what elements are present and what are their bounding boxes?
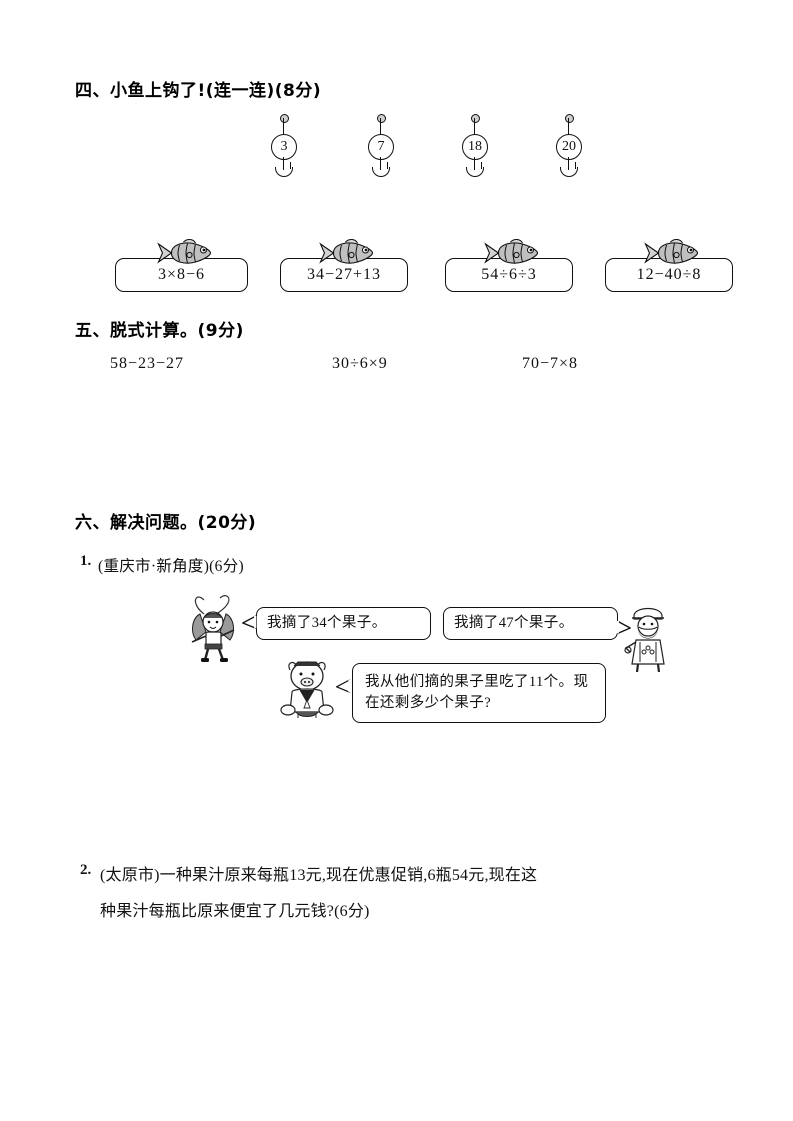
fish-card-expression: 34−27+13 xyxy=(306,266,382,283)
hook-item: 3 xyxy=(263,114,303,188)
hook-bead-icon xyxy=(470,114,480,123)
hook-bead-icon xyxy=(279,114,289,123)
hook-item: 7 xyxy=(360,114,400,188)
question-2-number: 2. xyxy=(80,862,92,878)
hook-tip xyxy=(387,162,389,169)
section-five-title: 五、脱式计算。(9分) xyxy=(75,321,244,341)
hook-line xyxy=(379,118,381,136)
fish-icon xyxy=(484,239,539,264)
fish-icon xyxy=(644,239,699,264)
hook-bead-icon xyxy=(564,114,574,123)
question-1-number: 1. xyxy=(80,553,92,569)
hook-stem xyxy=(282,157,284,170)
hook-tip xyxy=(290,162,292,169)
fish-icon xyxy=(156,239,211,264)
fish-icon xyxy=(319,239,374,264)
hook-stem xyxy=(567,157,569,170)
hook-item: 20 xyxy=(548,114,588,188)
section-six-title: 六、解决问题。(20分) xyxy=(75,513,257,533)
computation-expression: 58−23−27 xyxy=(110,355,185,372)
speech-bubble-1-text: 我摘了34个果子。 xyxy=(267,614,387,631)
speech-bubble-2: 我摘了47个果子。 xyxy=(443,607,618,640)
speech-bubble-3-tail xyxy=(336,679,351,693)
hook-number: 7 xyxy=(368,134,394,160)
fish-card-expression: 3×8−6 xyxy=(157,266,206,283)
question-2-line-2: 种果汁每瓶比原来便宜了几元钱?(6分) xyxy=(100,903,370,920)
speech-bubble-2-tail xyxy=(616,620,631,634)
hook-line xyxy=(282,118,284,136)
fish-card: 3×8−6 xyxy=(115,239,248,292)
speech-bubble-2-text: 我摘了47个果子。 xyxy=(454,614,574,631)
hook-number: 18 xyxy=(462,134,488,160)
fish-card: 54÷6÷3 xyxy=(445,239,573,292)
speech-bubble-1-tail xyxy=(242,615,257,629)
speech-bubble-3-text: 我从他们摘的果子里吃了11个。现在还剩多少个果子? xyxy=(365,673,589,711)
fish-card-expression: 54÷6÷3 xyxy=(481,266,537,283)
speech-bubble-3: 我从他们摘的果子里吃了11个。现在还剩多少个果子? xyxy=(352,663,606,723)
computation-expression: 30÷6×9 xyxy=(332,355,388,372)
speech-bubble-1: 我摘了34个果子。 xyxy=(256,607,431,640)
hook-item: 18 xyxy=(454,114,494,188)
hook-tip xyxy=(575,162,577,169)
hook-line xyxy=(567,118,569,136)
fish-card: 12−40÷8 xyxy=(605,239,733,292)
hook-tip xyxy=(481,162,483,169)
hook-line xyxy=(473,118,475,136)
fish-card-expression: 12−40÷8 xyxy=(636,266,702,283)
character-seated-pig-illustration xyxy=(278,656,336,727)
section-four-title: 四、小鱼上钩了!(连一连)(8分) xyxy=(75,81,322,101)
hook-stem xyxy=(379,157,381,170)
question-1-source: (重庆市·新角度)(6分) xyxy=(98,558,244,575)
character-boy-illustration xyxy=(186,592,242,667)
computation-expression: 70−7×8 xyxy=(522,355,579,372)
hook-bead-icon xyxy=(376,114,386,123)
question-2-line-1: (太原市)一种果汁原来每瓶13元,现在优惠促销,6瓶54元,现在这 xyxy=(100,867,538,884)
hook-number: 20 xyxy=(556,134,582,160)
hook-number: 3 xyxy=(271,134,297,160)
character-bearded-man-illustration xyxy=(620,596,676,677)
fish-card: 34−27+13 xyxy=(280,239,408,292)
hook-stem xyxy=(473,157,475,170)
